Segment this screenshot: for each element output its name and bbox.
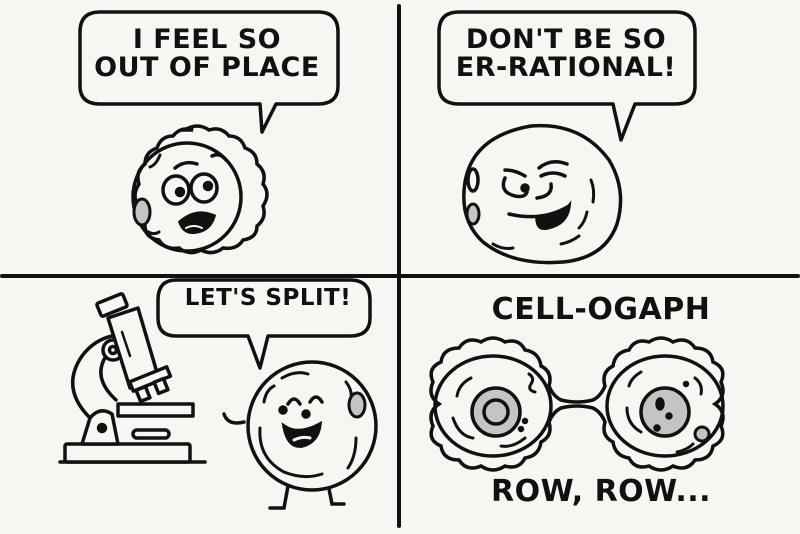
gray-organelle (465, 202, 481, 226)
vertical-panel-divider (397, 4, 401, 528)
speech-bubble (437, 10, 697, 142)
microscope-icon (58, 292, 207, 464)
panel-1-art (78, 10, 340, 255)
speech-bubble (156, 278, 372, 370)
bubble-line-1: DON'T BE SO (465, 24, 667, 55)
happy-waving-cell-character (222, 360, 378, 510)
panel-2-art (437, 10, 697, 265)
panel-3: LET'S SPLIT! (0, 278, 397, 534)
dividing-cells-illustration (429, 336, 725, 472)
speech-bubble-text: I FEEL SO OUT OF PLACE (82, 24, 332, 84)
horizontal-panel-divider (0, 274, 800, 278)
gray-organelle (347, 391, 367, 419)
panel-4-art (429, 336, 725, 472)
smug-cell-character (462, 123, 623, 265)
worried-cell-character (131, 124, 269, 255)
caption-top: CELL-OGAPH (491, 292, 711, 327)
panel-3-art (58, 278, 378, 510)
bubble-line-1: LET'S SPLIT! (184, 285, 352, 311)
panel-2: DON'T BE SO ER-RATIONAL! (401, 0, 800, 274)
bubble-line-1: I FEEL SO (132, 24, 282, 55)
speech-bubble-text: LET'S SPLIT! (163, 286, 373, 310)
caption-bottom: ROW, ROW... (490, 474, 712, 509)
bubble-line-2: ER-RATIONAL! (455, 52, 677, 84)
panel-1: I FEEL SO OUT OF PLACE (0, 0, 397, 274)
gray-organelle (132, 197, 152, 227)
bubble-line-2: OUT OF PLACE (94, 52, 320, 84)
speech-bubble (78, 10, 340, 134)
panel-4: CELL-OGAPH ROW, ROW... (401, 278, 800, 534)
speech-bubble-text: DON'T BE SO ER-RATIONAL! (441, 24, 691, 84)
